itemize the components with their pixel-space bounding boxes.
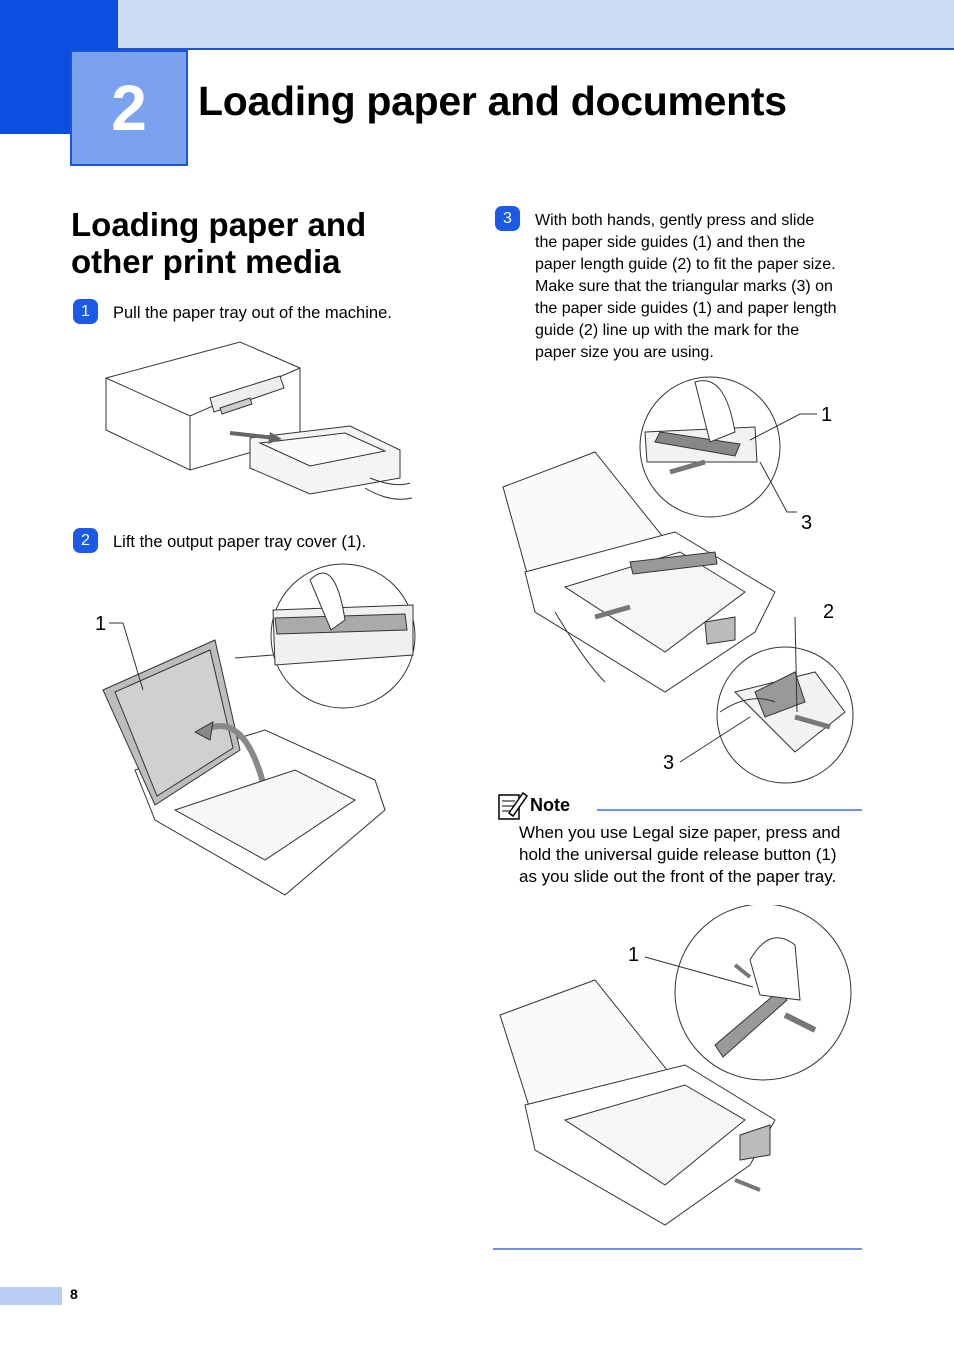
- step-3-badge: 3: [495, 206, 520, 231]
- figure-legal-release-button: [499, 905, 852, 1226]
- chapter-title: Loading paper and documents: [198, 78, 787, 124]
- chapter-number-box: 2: [70, 50, 188, 166]
- footer-tab: [0, 1287, 62, 1305]
- fig3-callout-2: 2: [823, 601, 835, 623]
- figure-adjust-paper-guides: [502, 376, 854, 784]
- fig3-callout-3: 3: [801, 512, 813, 534]
- fig4-callout-1: 1: [628, 944, 640, 966]
- step-3-line: paper size you are using.: [535, 344, 714, 361]
- step-3-line: With both hands, gently press and slide: [535, 212, 815, 229]
- note-line: as you slide out the front of the paper …: [519, 867, 837, 886]
- header-band: [0, 0, 954, 50]
- note-line: hold the universal guide release button …: [519, 845, 837, 864]
- note-line: When you use Legal size paper, press and: [519, 823, 841, 842]
- note-label: Note: [530, 795, 570, 815]
- fig3-callout-3b: 3: [663, 752, 675, 774]
- step-3-line: paper length guide (2) to fit the paper …: [535, 256, 836, 273]
- fig3-callout-1: 1: [821, 404, 833, 426]
- bottom-rule: [493, 1248, 862, 1250]
- step-1-badge: 1: [73, 299, 98, 324]
- figure-lift-output-cover: [102, 563, 416, 896]
- header-rule: [118, 48, 954, 50]
- note-text: When you use Legal size paper, press and…: [519, 822, 869, 888]
- step-3-line: the paper side guides (1) and paper leng…: [535, 300, 837, 317]
- step-3-line: Make sure that the triangular marks (3) …: [535, 278, 833, 295]
- note-rule: [597, 809, 862, 811]
- step-3-text: With both hands, gently press and slide …: [535, 210, 875, 364]
- section-heading: Loading paper and other print media: [71, 206, 367, 280]
- step-2-text: Lift the output paper tray cover (1).: [113, 533, 367, 551]
- step-3-line: the paper side guides (1) and then the: [535, 234, 806, 251]
- chapter-number: 2: [111, 72, 147, 144]
- step-1-text: Pull the paper tray out of the machine.: [113, 304, 392, 322]
- step-2-badge: 2: [73, 528, 98, 553]
- figure-printer-tray-out: [105, 341, 413, 500]
- note-pencil-icon: [498, 791, 529, 820]
- page-number: 8: [70, 1286, 78, 1302]
- fig2-callout-1: 1: [95, 613, 107, 635]
- step-3-line: guide (2) line up with the mark for the: [535, 322, 800, 339]
